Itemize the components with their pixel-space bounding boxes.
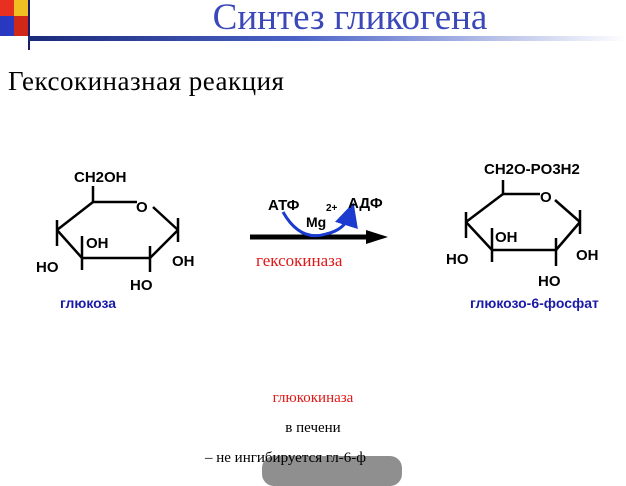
title-underline: [28, 36, 626, 41]
product-oh-right: OH: [576, 247, 599, 264]
product-ch2o-po3h2: CH2O-PO3H2: [484, 161, 580, 178]
mg-charge: 2+: [326, 203, 338, 214]
glucose-label: глюкоза: [60, 295, 116, 311]
hexokinase-label: гексокиназа: [256, 251, 343, 270]
mg-label: Mg: [306, 214, 326, 230]
product-oh-inner: OH: [495, 229, 518, 246]
glucose-ho-left: HO: [36, 259, 59, 276]
liver-note: в печени: [285, 420, 341, 436]
product-ho-bottom: HO: [538, 273, 561, 290]
product-structure: [464, 180, 582, 266]
product-ring-o: O: [540, 189, 552, 206]
corner-decoration: [0, 0, 30, 50]
product-label: глюкозо-6-фосфат: [470, 295, 599, 311]
slide-title: Синтез гликогена: [212, 0, 488, 38]
reaction-scheme: CH2OH O OH HO OH HO глюкоза АТФ Mg 2+ АД…: [36, 161, 599, 311]
glucose-structure: [55, 186, 180, 272]
adp-label: АДФ: [348, 195, 383, 212]
atp-label: АТФ: [268, 197, 300, 214]
reaction-arrow: [250, 202, 388, 244]
inhibition-note: – не ингибируется гл-6-ф: [205, 450, 366, 466]
glucose-oh-inner: OH: [86, 235, 109, 252]
glucose-ho-bottom: HO: [130, 277, 153, 294]
glucokinase-note: глюкокиназа: [272, 390, 354, 406]
slide-subtitle: Гексокиназная реакция: [8, 66, 285, 96]
glucose-oh-right: OH: [172, 253, 195, 270]
glucose-ch2oh: CH2OH: [74, 169, 127, 186]
glucose-ring-o: O: [136, 199, 148, 216]
product-ho-left: HO: [446, 251, 469, 268]
